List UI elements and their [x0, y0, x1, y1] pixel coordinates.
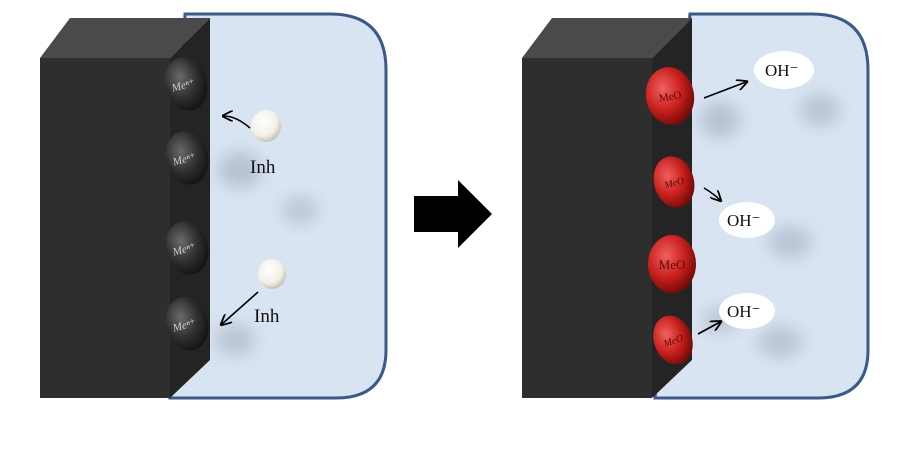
- metal-oxide: MeO: [648, 235, 696, 293]
- metal-oxide-label: MeO: [658, 89, 682, 105]
- metal-ion: Meⁿ⁺: [165, 221, 209, 275]
- transition-arrow: [414, 180, 492, 248]
- metal-oxide: MeO: [653, 156, 695, 208]
- arrow-inh-to-ion: [224, 116, 251, 129]
- arrow-oxide-to-oh: [697, 322, 720, 335]
- inhibitor-molecule: [251, 110, 281, 142]
- hydroxide-label: OH⁻: [727, 211, 761, 230]
- right-panel: MeO MeO MeO MeO OH⁻ OH⁻ OH⁻: [522, 12, 870, 400]
- metal-ion: Meⁿ⁺: [165, 297, 209, 351]
- hydroxide-label: OH⁻: [727, 302, 761, 321]
- metal-oxide-label: MeO: [662, 176, 685, 192]
- arrow-oxide-to-oh: [703, 82, 746, 99]
- hydroxide-ion: [719, 293, 775, 329]
- inhibitor-molecule: [258, 259, 286, 289]
- hydroxide-ion: [719, 202, 775, 238]
- hydroxide-label: OH⁻: [765, 61, 799, 80]
- hydroxide-ion: [754, 51, 814, 89]
- left-panel: Meⁿ⁺ Meⁿ⁺ Meⁿ⁺ Meⁿ⁺ Inh Inh: [40, 12, 388, 400]
- metal-oxide: MeO: [645, 67, 695, 125]
- inhibitor-label: Inh: [250, 157, 276, 178]
- metal-ion: Meⁿ⁺: [164, 57, 208, 111]
- solution-left: [168, 12, 388, 400]
- arrow-inh-to-ion: [222, 291, 259, 324]
- metal-oxide-label: MeO: [659, 257, 686, 272]
- metal-block-left: [40, 18, 210, 398]
- inhibitor-label: Inh: [254, 306, 280, 327]
- metal-ion: Meⁿ⁺: [165, 131, 209, 185]
- arrow-oxide-to-oh: [703, 187, 720, 200]
- metal-oxide: MeO: [653, 315, 693, 365]
